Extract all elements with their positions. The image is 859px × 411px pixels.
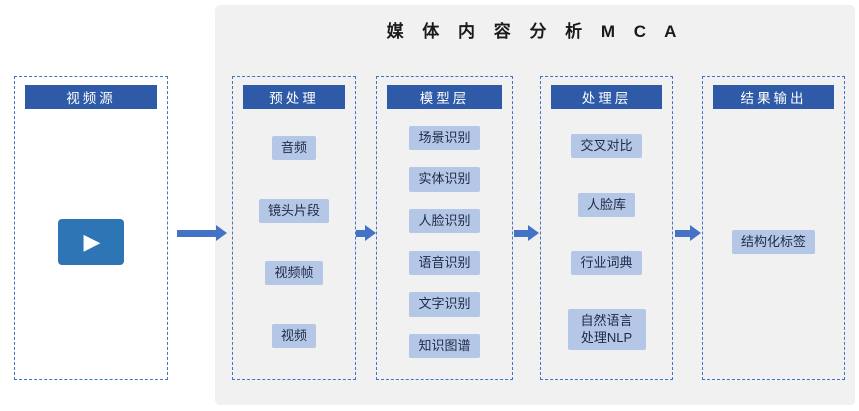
play-icon: ▶: [83, 229, 101, 254]
item-speech-recognition: 语音识别: [409, 250, 480, 275]
model-layer-items: 场景识别 实体识别 人脸识别 语音识别 文字识别 知识图谱: [377, 109, 512, 379]
item-nlp: 自然语言处理NLP: [567, 309, 646, 350]
item-audio: 音频: [271, 136, 316, 161]
column-header-preprocessing: 预处理: [243, 85, 345, 109]
arrow-shaft: [675, 229, 690, 237]
column-model-layer: 模型层 场景识别 实体识别 人脸识别 语音识别 文字识别 知识图谱: [376, 76, 513, 380]
arrow-head-icon: [365, 225, 376, 241]
item-shot-segments: 镜头片段: [258, 198, 329, 223]
column-video-source: 视频源 ▶: [14, 76, 168, 380]
video-player-button[interactable]: ▶: [58, 219, 124, 265]
column-result-output: 结果输出 结构化标签: [702, 76, 845, 380]
item-video-frames: 视频帧: [265, 261, 323, 286]
arrow-head-icon: [216, 225, 227, 241]
processing-layer-items: 交叉对比 人脸库 行业词典 自然语言处理NLP: [541, 109, 672, 379]
item-scene-recognition: 场景识别: [409, 125, 480, 150]
arrow-head-icon: [690, 225, 701, 241]
item-industry-dictionary: 行业词典: [571, 250, 642, 276]
arrow-head-icon: [528, 225, 539, 241]
item-face-database: 人脸库: [577, 192, 635, 217]
arrow-shaft: [356, 229, 365, 237]
diagram-title: 媒 体 内 容 分 析 M C A: [386, 22, 684, 41]
flow-arrow-2: [356, 225, 376, 241]
column-header-result-output: 结果输出: [713, 85, 834, 109]
video-source-body: ▶: [15, 109, 167, 379]
arrow-shaft: [514, 229, 528, 237]
item-cross-comparison: 交叉对比: [571, 134, 642, 159]
arrow-shaft: [177, 229, 216, 237]
column-header-video-source: 视频源: [25, 85, 157, 109]
item-video: 视频: [271, 323, 316, 348]
column-preprocessing: 预处理 音频 镜头片段 视频帧 视频: [232, 76, 356, 380]
preprocessing-items: 音频 镜头片段 视频帧 视频: [233, 109, 355, 379]
result-output-items: 结构化标签: [703, 109, 844, 379]
column-header-processing-layer: 处理层: [551, 85, 662, 109]
item-face-recognition: 人脸识别: [409, 209, 480, 234]
flow-arrow-4: [675, 225, 701, 241]
column-header-model-layer: 模型层: [387, 85, 502, 109]
item-structured-tags: 结构化标签: [731, 229, 815, 255]
item-knowledge-graph: 知识图谱: [409, 333, 480, 359]
column-processing-layer: 处理层 交叉对比 人脸库 行业词典 自然语言处理NLP: [540, 76, 673, 380]
flow-arrow-1: [177, 225, 227, 241]
item-text-recognition: 文字识别: [409, 292, 480, 317]
flow-arrow-3: [514, 225, 539, 241]
item-entity-recognition: 实体识别: [409, 167, 480, 192]
